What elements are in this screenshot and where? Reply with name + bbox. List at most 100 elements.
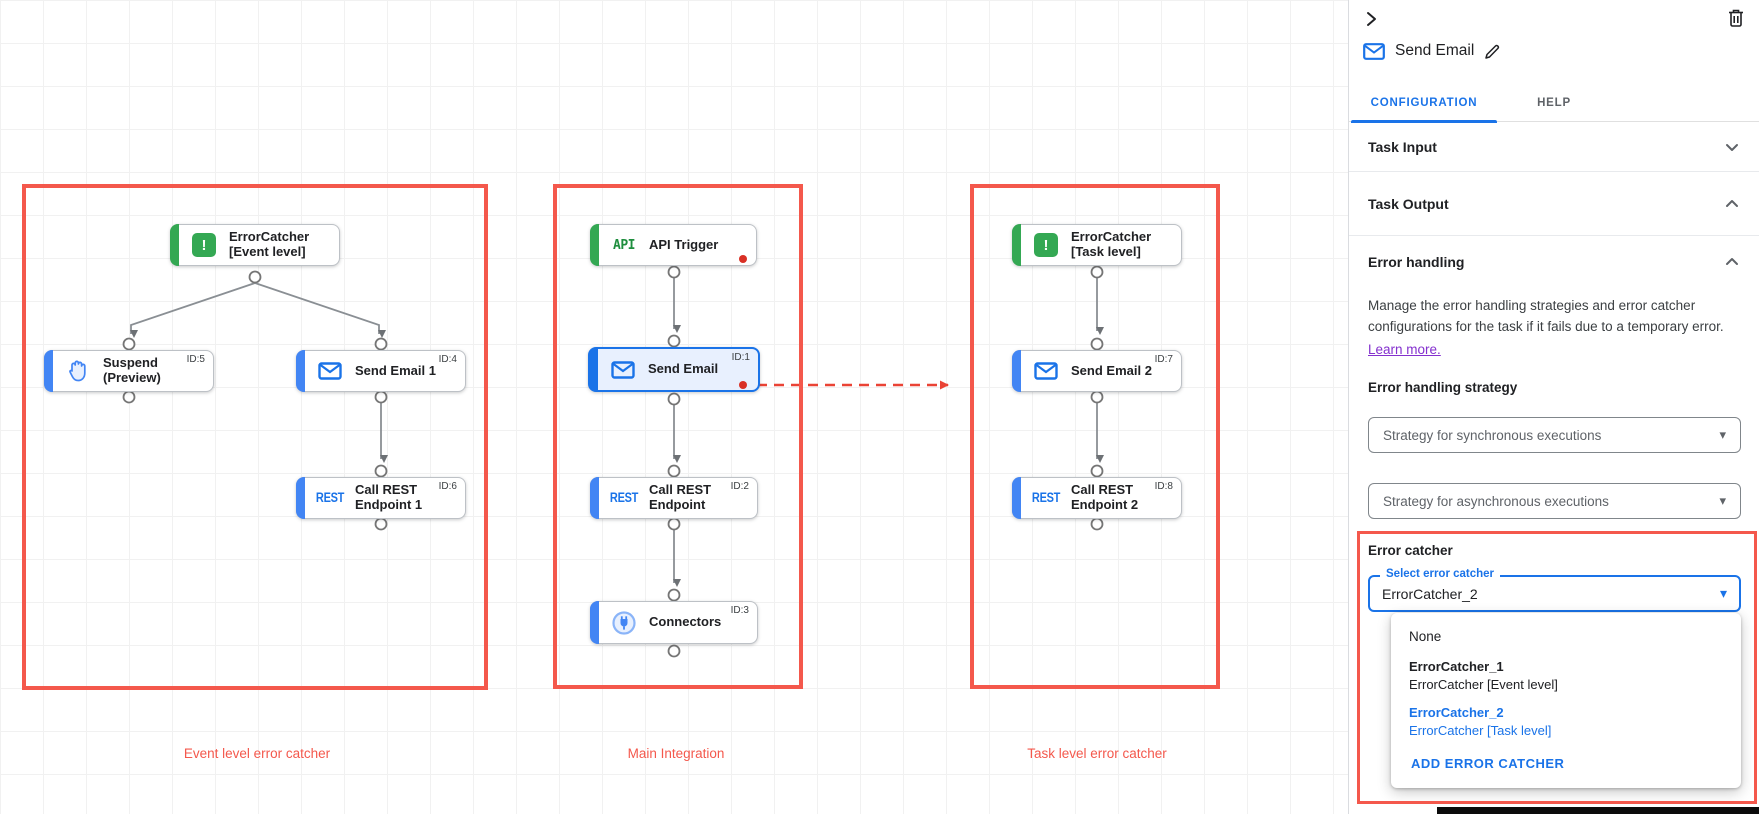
trash-icon[interactable] xyxy=(1727,8,1745,28)
node-label: Send Email 1 xyxy=(355,362,436,378)
dropdown-caret-icon: ▾ xyxy=(1719,585,1727,601)
node-id-badge: ID:4 xyxy=(438,354,457,365)
node-id-badge: ID:7 xyxy=(1154,354,1173,365)
email-envelope-icon xyxy=(1031,362,1061,380)
node-send-email-2[interactable]: Send Email 2 ID:7 xyxy=(1012,350,1182,392)
add-error-catcher-button[interactable]: ADD ERROR CATCHER xyxy=(1411,756,1565,772)
error-catcher-options-popup: None ErrorCatcher_1 ErrorCatcher [Event … xyxy=(1391,613,1741,788)
collapse-panel-chevron-icon[interactable] xyxy=(1361,9,1381,29)
node-label: Connectors xyxy=(649,614,722,630)
node-call-rest-endpoint-2[interactable]: REST Call REST Endpoint 2 ID:8 xyxy=(1012,477,1182,519)
rest-icon: REST xyxy=(1031,490,1061,506)
panel-title: Send Email xyxy=(1395,42,1475,59)
chevron-down-icon xyxy=(1723,138,1741,156)
section-label: Task Output xyxy=(1368,195,1449,212)
node-accent-bar xyxy=(590,477,599,519)
flow-connectors xyxy=(130,278,1104,587)
node-label: Call REST Endpoint xyxy=(649,482,712,512)
error-catcher-label: Error catcher xyxy=(1368,543,1453,558)
node-label: Call REST Endpoint 2 xyxy=(1071,482,1139,512)
node-errorcatcher-event-level[interactable]: ! ErrorCatcher [Event level] xyxy=(170,224,340,266)
node-ports[interactable] xyxy=(122,265,1104,658)
node-accent-bar xyxy=(296,477,305,519)
node-accent-bar xyxy=(296,350,305,392)
error-dot-api-trigger xyxy=(739,255,747,263)
node-suspend-preview[interactable]: Suspend (Preview) ID:5 xyxy=(44,350,214,392)
rest-icon: REST xyxy=(609,490,639,506)
error-catcher-icon: ! xyxy=(1031,233,1061,257)
caption-main-integration: Main Integration xyxy=(627,746,725,761)
node-call-rest-endpoint-1[interactable]: REST Call REST Endpoint 1 ID:6 xyxy=(296,477,466,519)
node-accent-bar xyxy=(1012,350,1021,392)
caption-event-level: Event level error catcher xyxy=(183,746,331,761)
node-send-email-1[interactable]: Send Email 1 ID:4 xyxy=(296,350,466,392)
node-accent-bar xyxy=(44,350,53,392)
node-label: Send Email xyxy=(648,361,719,377)
option-errorcatcher-2-selected[interactable]: ErrorCatcher_2 ErrorCatcher [Task level] xyxy=(1409,704,1723,739)
node-send-email-selected[interactable]: Send Email ID:1 xyxy=(588,347,760,392)
select-error-catcher-field[interactable]: Select error catcher ErrorCatcher_2 ▾ xyxy=(1368,568,1741,612)
task-config-panel: Send Email CONFIGURATION HELP Task Input… xyxy=(1348,0,1759,814)
caption-task-level: Task level error catcher xyxy=(1027,746,1167,761)
section-error-handling[interactable]: Error handling xyxy=(1349,236,1759,288)
tab-help[interactable]: HELP xyxy=(1537,97,1571,109)
error-catcher-icon: ! xyxy=(189,233,219,257)
node-id-badge: ID:8 xyxy=(1154,481,1173,492)
node-accent-bar xyxy=(170,224,179,266)
edit-pencil-icon[interactable] xyxy=(1484,43,1501,60)
node-id-badge: ID:6 xyxy=(438,481,457,492)
node-id-badge: ID:2 xyxy=(730,481,749,492)
node-accent-bar xyxy=(590,224,599,266)
select-error-catcher-floating-label: Select error catcher xyxy=(1380,568,1501,580)
node-id-badge: ID:5 xyxy=(186,354,205,365)
panel-tabs: CONFIGURATION HELP xyxy=(1349,84,1759,123)
api-icon: API xyxy=(613,237,635,253)
option-none[interactable]: None xyxy=(1409,629,1442,644)
option-subtitle: ErrorCatcher [Event level] xyxy=(1409,676,1558,692)
option-title: ErrorCatcher_2 xyxy=(1409,705,1504,721)
integration-canvas[interactable]: Event level error catcher Main Integrati… xyxy=(0,0,1348,814)
error-dot-send-email xyxy=(739,381,747,389)
node-label: Send Email 2 xyxy=(1071,362,1152,378)
node-label: Suspend (Preview) xyxy=(103,355,161,385)
option-errorcatcher-1[interactable]: ErrorCatcher_1 ErrorCatcher [Event level… xyxy=(1409,658,1723,693)
node-call-rest-endpoint[interactable]: REST Call REST Endpoint ID:2 xyxy=(590,477,758,519)
dropdown-caret-icon: ▾ xyxy=(1719,427,1726,442)
async-strategy-value: Strategy for asynchronous executions xyxy=(1383,493,1609,509)
section-label: Task Input xyxy=(1368,138,1437,155)
edges-layer xyxy=(122,265,1104,658)
tab-configuration[interactable]: CONFIGURATION xyxy=(1349,84,1499,123)
node-accent-bar xyxy=(590,601,599,644)
option-subtitle: ErrorCatcher [Task level] xyxy=(1409,722,1552,738)
node-accent-bar xyxy=(1012,224,1021,266)
node-id-badge: ID:3 xyxy=(730,605,749,616)
rest-icon: REST xyxy=(315,490,345,506)
node-label: ErrorCatcher [Task level] xyxy=(1071,229,1152,259)
option-title: ErrorCatcher_1 xyxy=(1409,659,1504,674)
node-label: Call REST Endpoint 1 xyxy=(355,482,423,512)
error-handling-description: Manage the error handling strategies and… xyxy=(1368,296,1724,361)
error-handling-strategy-label: Error handling strategy xyxy=(1368,380,1518,395)
node-id-badge: ID:1 xyxy=(731,352,750,363)
suspend-hand-icon xyxy=(63,359,93,383)
node-accent-bar xyxy=(589,348,598,391)
section-task-output[interactable]: Task Output xyxy=(1349,172,1759,236)
node-connectors[interactable]: Connectors ID:3 xyxy=(590,601,758,644)
email-envelope-icon xyxy=(1363,42,1385,60)
node-errorcatcher-task-level[interactable]: ! ErrorCatcher [Task level] xyxy=(1012,224,1182,266)
sync-strategy-value: Strategy for synchronous executions xyxy=(1383,427,1602,443)
node-label: ErrorCatcher [Event level] xyxy=(229,229,310,259)
async-strategy-dropdown[interactable]: Strategy for asynchronous executions ▾ xyxy=(1368,483,1741,519)
section-label: Error handling xyxy=(1368,254,1465,270)
learn-more-link[interactable]: Learn more. xyxy=(1368,341,1441,357)
chevron-up-icon xyxy=(1723,195,1741,213)
sync-strategy-dropdown[interactable]: Strategy for synchronous executions ▾ xyxy=(1368,417,1741,453)
node-accent-bar xyxy=(1012,477,1021,519)
node-api-trigger[interactable]: API API Trigger xyxy=(590,224,757,266)
window-bottom-edge xyxy=(1437,807,1759,814)
email-envelope-icon xyxy=(315,362,345,380)
section-task-input[interactable]: Task Input xyxy=(1349,122,1759,172)
node-label: API Trigger xyxy=(649,236,719,252)
select-error-catcher-value: ErrorCatcher_2 xyxy=(1382,585,1478,602)
